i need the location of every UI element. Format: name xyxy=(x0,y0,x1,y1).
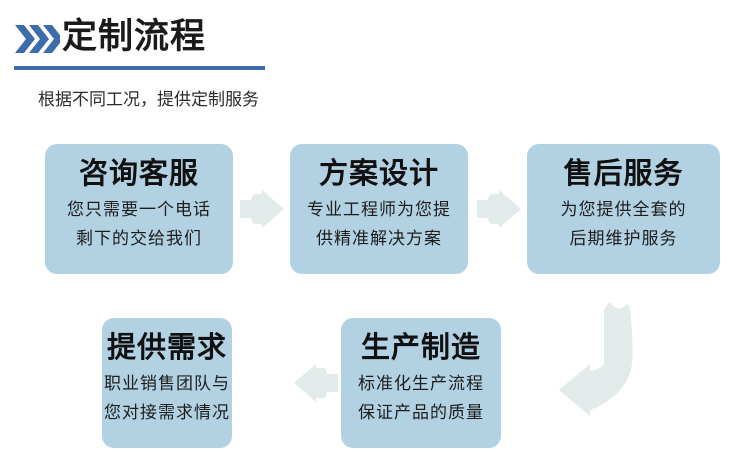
card-title: 方案设计 xyxy=(318,158,439,190)
title-underline xyxy=(14,66,265,70)
card-description: 为您提供全套的 后期维护服务 xyxy=(561,196,687,254)
card-title: 售后服务 xyxy=(563,158,684,190)
arrow-right-icon-step2-to-step3 xyxy=(475,188,523,230)
card-description-line: 您只需要一个电话 xyxy=(67,200,211,220)
card-description-line: 后期维护服务 xyxy=(569,229,678,249)
card-description-line: 剩下的交给我们 xyxy=(76,229,202,249)
card-description-line: 职业销售团队与 xyxy=(104,374,230,394)
card-description: 职业销售团队与 您对接需求情况 xyxy=(104,370,230,428)
page-header: 定制流程 根据不同工况，提供定制服务 xyxy=(0,0,750,109)
card-description-line: 标准化生产流程 xyxy=(358,374,484,394)
card-description: 专业工程师为您提 供精准解决方案 xyxy=(307,196,451,254)
page-title: 定制流程 xyxy=(62,17,207,56)
card-description-line: 供精准解决方案 xyxy=(316,229,442,249)
card-title: 咨询客服 xyxy=(78,158,199,190)
flow-card-production-manufacturing[interactable]: 生产制造 标准化生产流程 保证产品的质量 xyxy=(341,318,501,448)
card-title: 生产制造 xyxy=(360,332,481,364)
card-description-line: 保证产品的质量 xyxy=(358,403,484,423)
card-description: 标准化生产流程 保证产品的质量 xyxy=(358,370,484,428)
card-description: 您只需要一个电话 剩下的交给我们 xyxy=(67,196,211,254)
card-description-line: 您对接需求情况 xyxy=(104,403,230,423)
arrow-bend-down-left-icon-step3-to-step4 xyxy=(556,298,642,418)
card-description-line: 专业工程师为您提 xyxy=(307,200,451,220)
arrow-left-icon-step5-to-step4 xyxy=(292,362,340,404)
triple-chevron-right-icon xyxy=(14,22,63,56)
card-title: 提供需求 xyxy=(106,332,227,364)
card-description-line: 为您提供全套的 xyxy=(560,200,687,220)
arrow-right-icon-step1-to-step2 xyxy=(238,188,286,230)
flow-card-provide-requirements[interactable]: 提供需求 职业销售团队与 您对接需求情况 xyxy=(102,318,232,448)
flow-card-plan-design[interactable]: 方案设计 专业工程师为您提 供精准解决方案 xyxy=(290,144,468,274)
page-subtitle: 根据不同工况，提供定制服务 xyxy=(38,90,259,109)
flow-card-after-sales-service[interactable]: 售后服务 为您提供全套的 后期维护服务 xyxy=(527,144,720,274)
flow-card-consult-service[interactable]: 咨询客服 您只需要一个电话 剩下的交给我们 xyxy=(45,144,233,274)
